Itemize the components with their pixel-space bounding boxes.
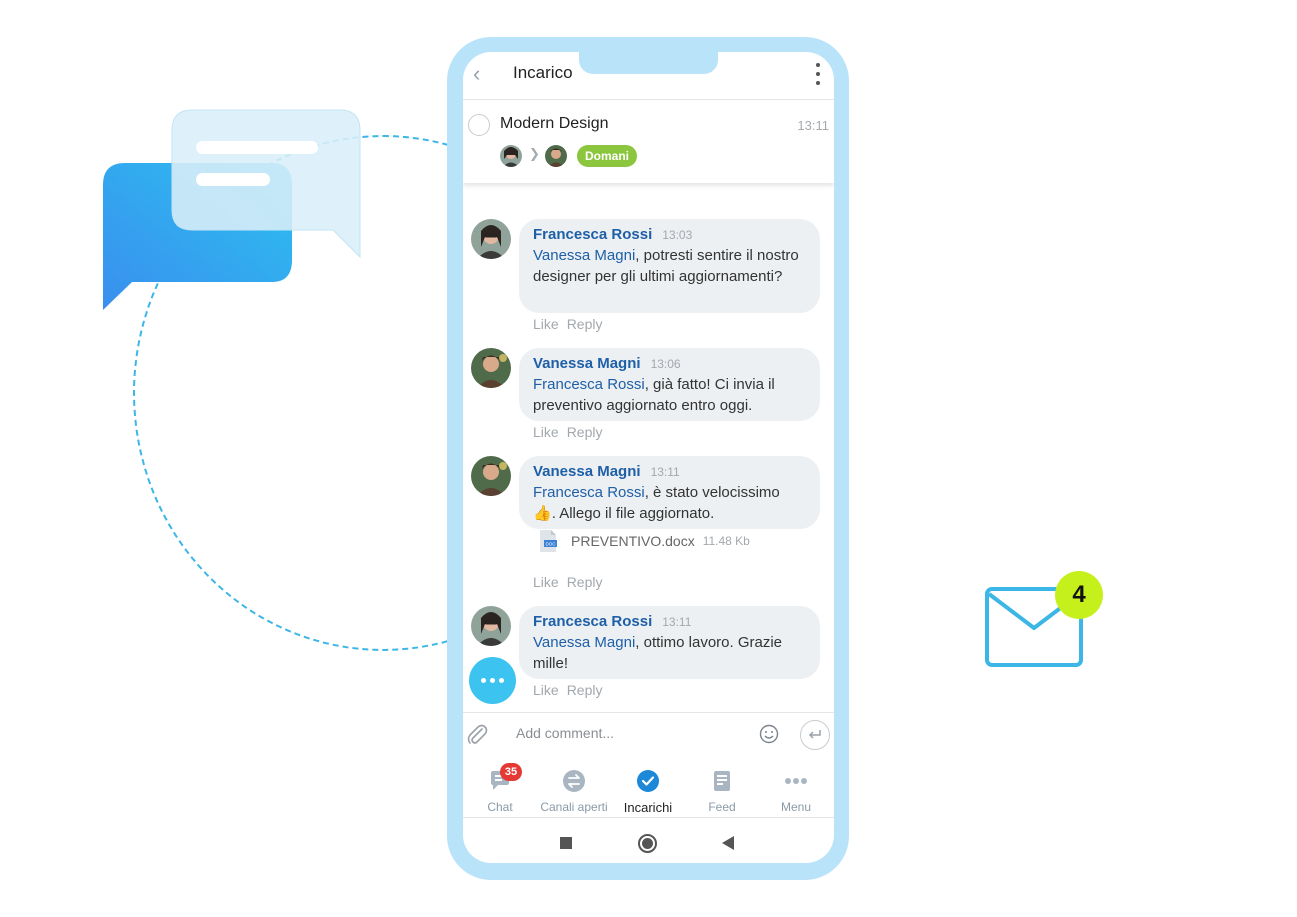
enter-arrow-icon — [808, 730, 821, 739]
recent-apps-icon[interactable] — [560, 837, 572, 849]
message-time: 13:11 — [662, 615, 692, 629]
tab-chat[interactable]: 35 Chat — [463, 756, 537, 818]
message-text: Vanessa Magni, potresti sentire il nostr… — [533, 247, 799, 285]
mention-link[interactable]: Francesca Rossi — [533, 484, 645, 501]
envelope-count-badge: 4 — [1055, 571, 1103, 619]
more-dots-icon — [785, 778, 807, 784]
reply-link[interactable]: Reply — [566, 424, 603, 440]
check-circle-icon — [637, 770, 659, 792]
mention-link[interactable]: Francesca Rossi — [533, 376, 645, 393]
creator-avatar — [500, 145, 522, 167]
message-text: Francesca Rossi, già fatto! Ci invia il … — [533, 376, 775, 414]
mention-link[interactable]: Vanessa Magni — [533, 247, 636, 264]
chat-unread-badge: 35 — [500, 763, 522, 781]
message-actions: Like Reply — [533, 682, 610, 698]
message-time: 13:11 — [650, 465, 680, 479]
task-title: Modern Design — [500, 115, 609, 132]
back-chevron-icon[interactable]: ‹ — [473, 61, 481, 86]
phone-notch — [579, 52, 718, 74]
channels-icon — [563, 770, 585, 792]
send-button[interactable] — [800, 720, 830, 750]
bottom-tab-bar: 35 Chat Canali aperti Incarichi — [463, 756, 834, 818]
more-options-icon[interactable] — [812, 61, 824, 87]
message-author[interactable]: Vanessa Magni — [533, 355, 641, 372]
reply-link[interactable]: Reply — [566, 682, 603, 698]
message-bubble: Francesca Rossi 13:11 Vanessa Magni, otti… — [519, 606, 820, 679]
message-text: Francesca Rossi, è stato velocissimo👍. A… — [533, 484, 780, 522]
reply-link[interactable]: Reply — [566, 574, 603, 590]
tab-label: Incarichi — [623, 800, 673, 815]
system-nav-bar — [463, 819, 834, 863]
top-bar: ‹ Incarico — [463, 52, 834, 100]
more-actions-button[interactable] — [469, 657, 516, 704]
message-actions: Like Reply — [533, 316, 610, 332]
avatar-vanessa[interactable] — [471, 456, 511, 496]
tab-label: Feed — [708, 800, 736, 814]
emoji-icon[interactable] — [759, 724, 779, 744]
assign-arrow-icon: ❯ — [529, 146, 540, 161]
message-actions: Like Reply — [533, 424, 610, 440]
tab-canali-aperti[interactable]: Canali aperti — [537, 756, 611, 818]
attachment[interactable]: DOC PREVENTIVO.docx 11.48 Kb — [538, 528, 750, 554]
svg-text:DOC: DOC — [546, 542, 557, 547]
message-bubble: Francesca Rossi 13:03 Vanessa Magni, potr… — [519, 219, 820, 313]
task-complete-checkbox[interactable] — [468, 114, 490, 136]
reply-link[interactable]: Reply — [566, 316, 603, 332]
avatar-vanessa[interactable] — [471, 348, 511, 388]
page-title: Incarico — [513, 63, 573, 82]
message-text: Vanessa Magni, ottimo lavoro. Grazie mil… — [533, 634, 783, 672]
mention-link[interactable]: Vanessa Magni — [533, 634, 636, 651]
message-time: 13:06 — [650, 357, 681, 371]
home-icon[interactable] — [638, 834, 657, 853]
message-bubble: Vanessa Magni 13:11 Francesca Rossi, è st… — [519, 456, 820, 529]
like-link[interactable]: Like — [533, 424, 559, 440]
phone-frame: ‹ Incarico Modern Design 13:11 ❯ Domani … — [447, 37, 849, 880]
attachment-name[interactable]: PREVENTIVO.docx — [571, 533, 695, 549]
phone-screen: ‹ Incarico Modern Design 13:11 ❯ Domani … — [463, 52, 834, 863]
tab-label: Menu — [780, 800, 812, 814]
chat-bubbles-illustration — [103, 109, 361, 310]
like-link[interactable]: Like — [533, 682, 559, 698]
due-tag: Domani — [577, 145, 638, 167]
tab-label: Canali aperti — [540, 800, 608, 814]
tab-label: Chat — [487, 800, 513, 814]
doc-file-icon: DOC — [540, 530, 557, 552]
task-card[interactable]: Modern Design 13:11 ❯ Domani — [463, 101, 834, 183]
tab-feed[interactable]: Feed — [685, 756, 759, 818]
attachment-size: 11.48 Kb — [702, 534, 750, 548]
system-back-icon[interactable] — [722, 836, 734, 850]
like-link[interactable]: Like — [533, 574, 559, 590]
task-time: 13:11 — [797, 118, 829, 133]
tab-menu[interactable]: Menu — [759, 756, 833, 818]
message-time: 13:03 — [662, 228, 693, 242]
like-link[interactable]: Like — [533, 316, 559, 332]
comment-composer — [463, 712, 834, 756]
message-author[interactable]: Vanessa Magni — [533, 463, 641, 480]
assignee-avatar — [545, 145, 567, 167]
message-actions: Like Reply — [533, 574, 610, 590]
thumbs-up-emoji: 👍 — [533, 505, 552, 522]
message-author[interactable]: Francesca Rossi — [533, 613, 653, 630]
paperclip-icon[interactable] — [466, 723, 488, 747]
avatar-francesca[interactable] — [471, 219, 511, 259]
message-author[interactable]: Francesca Rossi — [533, 226, 653, 243]
comment-input[interactable] — [516, 725, 736, 741]
tab-incarichi[interactable]: Incarichi — [611, 756, 685, 818]
feed-icon — [714, 771, 730, 791]
message-bubble: Vanessa Magni 13:06 Francesca Rossi, già … — [519, 348, 820, 421]
avatar-francesca[interactable] — [471, 606, 511, 646]
